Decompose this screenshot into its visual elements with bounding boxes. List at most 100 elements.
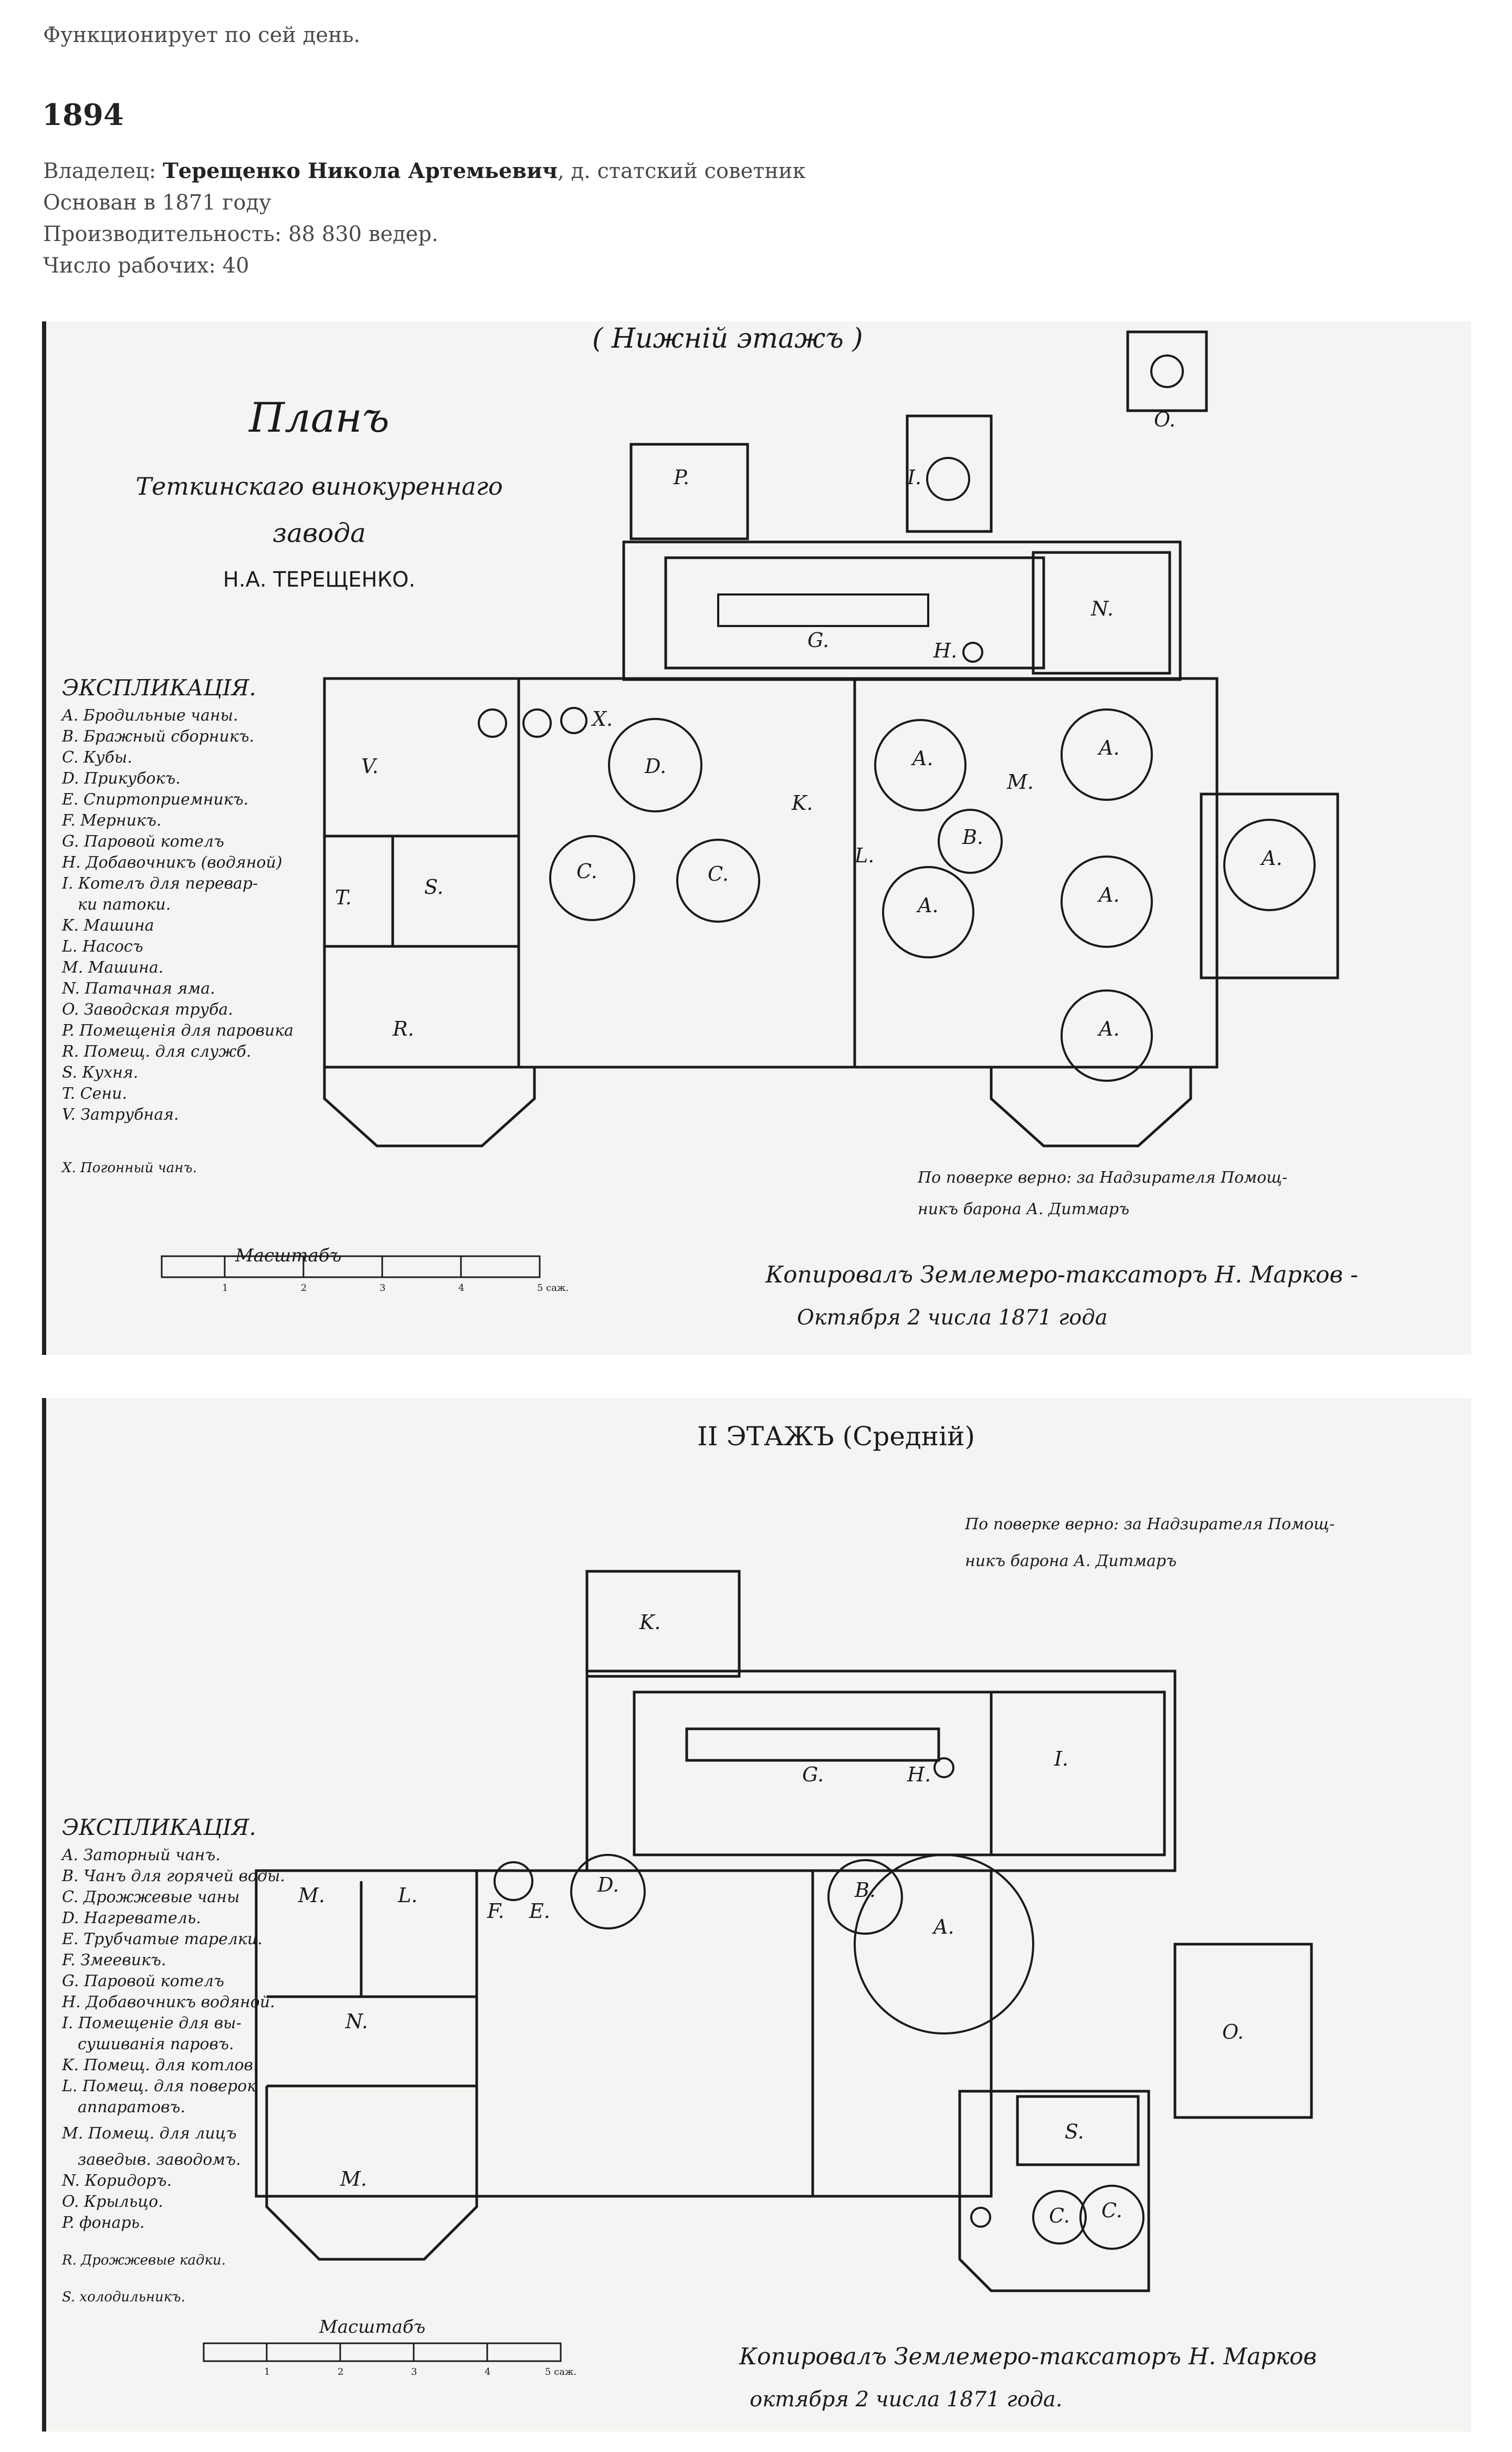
plan2-label-c1: C. <box>1049 2204 1070 2227</box>
plan2-legend-f: F. Змеевикъ. <box>61 1951 166 1969</box>
plan1-scale-bar <box>161 1255 541 1278</box>
plan2-legend-l-cont: аппаратовъ. <box>78 2098 185 2116</box>
plan2-legend-m: M. Помещ. для лицъ <box>61 2124 237 2143</box>
plan2-legend-b: B. Чанъ для горячей воды. <box>61 1867 285 1885</box>
plan-lower-floor-drawing: ( Нижній этажъ ) Планъ Теткинскаго винок… <box>60 323 1358 1330</box>
plan1-label-v: V. <box>361 755 379 778</box>
plan1-legend-g: G. Паровой котелъ <box>62 832 224 851</box>
founded-line: Основан в 1871 году <box>43 191 271 215</box>
plan1-label-r: R. <box>392 1017 414 1040</box>
plan-second-floor-drawing: II ЭТАЖЪ (Средній) По поверке верно: за … <box>60 1421 1335 2412</box>
year-heading: 1894 <box>42 98 124 132</box>
plan1-scale-tick-1: 1 <box>222 1282 228 1293</box>
plan1-label-a3: A. <box>1097 736 1120 759</box>
plan2-label-d: D. <box>597 1873 619 1896</box>
plan2-scale-tick-5: 5 саж. <box>545 2366 576 2377</box>
plan2-label-s: S. <box>1065 2120 1084 2143</box>
plan1-label-x: X. <box>591 707 613 731</box>
plan1-label-d: D. <box>644 755 666 778</box>
plan1-label-l: L. <box>854 844 874 867</box>
plan1-legend-e: E. Спиртоприемникъ. <box>61 790 248 809</box>
plan2-legend-p: P. фонарь. <box>61 2214 144 2232</box>
plan1-legend-title: ЭКСПЛИКАЦІЯ. <box>62 675 256 701</box>
plan1-title-line-3: завода <box>272 518 366 548</box>
plan1-scale-tick-2: 2 <box>301 1282 307 1293</box>
plan1-scale-tick-4: 4 <box>458 1282 464 1293</box>
plan2-note-line-2: никъ барона А. Дитмаръ <box>965 1552 1177 1570</box>
plan2-legend-a: A. Заторный чанъ. <box>60 1846 220 1864</box>
plan1-legend-s: S. Кухня. <box>62 1063 138 1082</box>
owner-label: Владелец: <box>43 159 163 183</box>
plan2-label-g: G. <box>802 1763 824 1786</box>
owner-line: Владелец: Терещенко Никола Артемьевич, д… <box>43 155 806 187</box>
plan2-legend-title: ЭКСПЛИКАЦІЯ. <box>62 1814 256 1840</box>
plan1-label-i: I. <box>907 466 921 489</box>
plan1-legend-i-cont: ки патоки. <box>78 895 171 914</box>
factory-details: Владелец: Терещенко Никола Артемьевич, д… <box>43 155 806 281</box>
plan1-label-a6: A. <box>1260 847 1283 870</box>
plan1-legend: A. Бродильные чаны. B. Бражный сборникъ.… <box>60 706 293 1176</box>
plan2-label-k: K. <box>639 1611 660 1634</box>
plan2-legend-m-cont: заведыв. заводомъ. <box>78 2151 241 2169</box>
plan2-walls <box>255 1570 1313 2292</box>
plan2-label-i: I. <box>1054 1747 1068 1770</box>
plan1-title-line-2: Теткинскаго винокуреннаго <box>135 472 502 500</box>
plan2-legend-s: S. холодильникъ. <box>62 2289 185 2305</box>
plan1-label-n: N. <box>1090 597 1114 620</box>
plan1-label-m: M. <box>1006 770 1034 794</box>
plan2-legend-d: D. Нагреватель. <box>61 1909 201 1927</box>
plan1-label-o: O. <box>1154 408 1175 431</box>
plan2-note-line-1: По поверке верно: за Надзирателя Помощ- <box>964 1515 1335 1533</box>
plan2-label-m2: M. <box>340 2167 367 2190</box>
plan1-legend-n: N. Патачная яма. <box>61 979 215 998</box>
plan2-scale-tick-2: 2 <box>338 2366 343 2377</box>
plan1-legend-t: T. Сени. <box>62 1084 127 1103</box>
owner-rank: , д. статский советник <box>558 159 806 183</box>
plan2-label-c2: C. <box>1101 2199 1122 2222</box>
plan1-tanks <box>478 354 1316 1082</box>
plan2-signature-line-2: октября 2 числа 1871 года. <box>750 2387 1063 2412</box>
plan1-scale-tick-5: 5 саж. <box>537 1282 569 1293</box>
plan1-scale-tick-3: 3 <box>380 1282 385 1293</box>
plan1-legend-b: B. Бражный сборникъ. <box>61 727 254 746</box>
plan1-legend-c: C. Кубы. <box>62 748 132 767</box>
plan1-legend-h: H. Добавочникъ (водяной) <box>61 853 282 872</box>
plan1-legend-m: M. Машина. <box>61 958 163 977</box>
plan1-legend-f: F. Мерникъ. <box>61 811 161 830</box>
plan1-label-c2: C. <box>708 862 729 885</box>
plan2-legend-i: I. Помещеніе для вы- <box>61 2014 242 2032</box>
plan1-signature-line-2: Октября 2 числа 1871 года <box>797 1306 1108 1330</box>
plan2-label-n: N. <box>345 2010 368 2033</box>
plan1-label-s: S. <box>424 875 444 899</box>
plan2-scale-tick-3: 3 <box>411 2366 417 2377</box>
plan2-legend-c: C. Дрожжевые чаны <box>62 1888 240 1906</box>
plan1-label-p: P. <box>673 466 689 489</box>
plan1-label-c1: C. <box>576 860 597 883</box>
plan1-label-a2: A. <box>916 894 939 917</box>
plan2-legend: A. Заторный чанъ. B. Чанъ для горячей во… <box>60 1846 285 2305</box>
plan1-label-b: B. <box>962 826 983 849</box>
plan2-legend-e: E. Трубчатые тарелки. <box>61 1930 262 1948</box>
plan2-title: II ЭТАЖЪ (Средній) <box>697 1421 975 1452</box>
plan1-label-a5: A. <box>1097 1017 1120 1040</box>
capacity-line: Производительность: 88 830 ведер. <box>43 222 438 246</box>
plan2-tanks <box>494 1757 1144 2250</box>
plan2-label-a: A. <box>932 1915 954 1938</box>
plan1-legend-d: D. Прикубокъ. <box>61 769 181 788</box>
plan1-legend-l: L. Насосъ <box>61 937 143 956</box>
plan1-label-g: G. <box>807 629 829 652</box>
plan1-legend-r: R. Помещ. для служб. <box>61 1042 251 1061</box>
plan2-legend-o: O. Крыльцо. <box>62 2193 163 2211</box>
plan2-legend-k: K. Помещ. для котлов. <box>61 2056 258 2074</box>
plan2-scale-tick-1: 1 <box>264 2366 270 2377</box>
plan1-legend-i: I. Котелъ для перевар- <box>61 874 258 893</box>
plan2-scale-label: Масштабъ <box>319 2317 425 2338</box>
plan2-label-b: B. <box>854 1879 876 1902</box>
plan2-legend-n: N. Коридоръ. <box>61 2172 172 2190</box>
plan1-label-a4: A. <box>1097 883 1120 906</box>
plan1-label-t: T. <box>335 886 352 909</box>
plan1-note-line-1: По поверке верно: за Надзирателя Помощ- <box>917 1168 1287 1187</box>
plan2-label-e: E. <box>529 1900 550 1923</box>
plan1-title-line-1: Планъ <box>248 394 390 442</box>
plan2-legend-r: R. Дрожжевые кадки. <box>61 2252 226 2268</box>
